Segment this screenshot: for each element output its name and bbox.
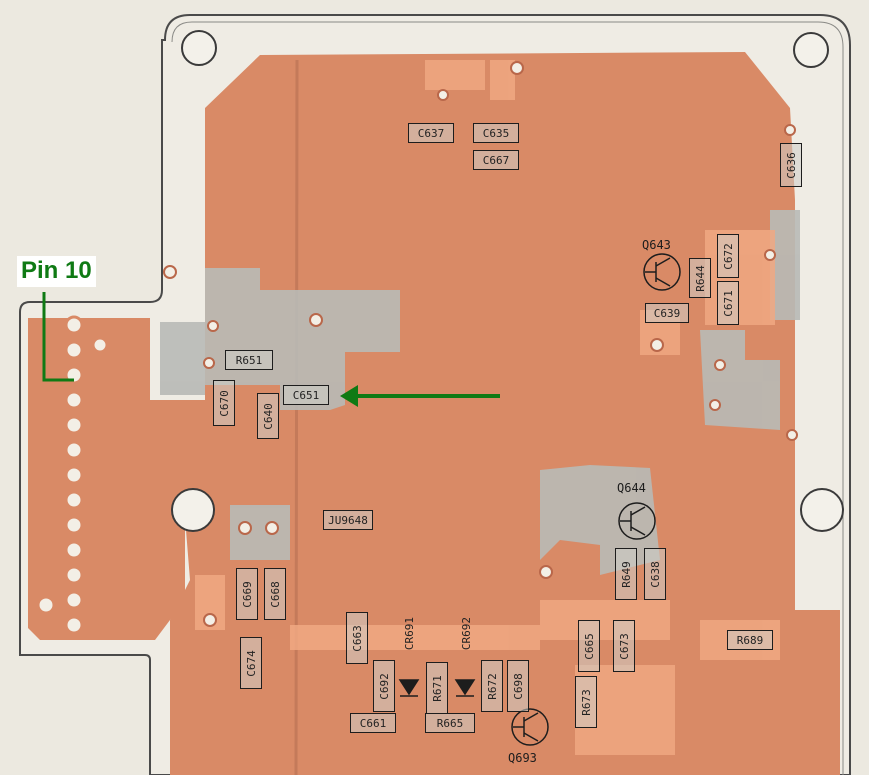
diode-label-cr692: CR692 — [460, 616, 474, 651]
component-c667: C667 — [473, 150, 519, 170]
component-ref-label: R651 — [235, 353, 263, 367]
component-ref-label: C637 — [417, 126, 445, 140]
pin-callout-line — [42, 292, 74, 382]
component-c637: C637 — [408, 123, 454, 143]
component-ref-label: R671 — [430, 674, 444, 702]
component-r651: R651 — [225, 350, 273, 370]
component-r665: R665 — [425, 713, 475, 733]
diode-label-cr691: CR691 — [403, 616, 417, 651]
component-ref-label: R649 — [619, 560, 633, 588]
grey-areas — [160, 210, 800, 575]
transistor-label-q693: Q693 — [508, 751, 537, 765]
component-c661: C661 — [350, 713, 396, 733]
mounting-holes — [171, 30, 844, 532]
component-ref-label: C673 — [617, 632, 631, 660]
component-ref-label: C635 — [482, 126, 510, 140]
component-ref-label: R644 — [693, 264, 707, 292]
component-c671: C671 — [717, 281, 739, 325]
component-c669: C669 — [236, 568, 258, 620]
component-ref-label: C667 — [482, 153, 510, 167]
component-ref-label: C698 — [511, 672, 525, 700]
component-ref-label: C668 — [268, 580, 282, 608]
component-c672: C672 — [717, 234, 739, 278]
component-c636: C636 — [780, 143, 802, 187]
component-ref-label: C651 — [292, 388, 320, 402]
fold-line — [294, 59, 299, 775]
component-r671: R671 — [426, 662, 448, 714]
transistor-q644 — [618, 502, 656, 540]
component-ref-label: R689 — [736, 633, 764, 647]
component-r689: R689 — [727, 630, 773, 650]
board-inner-outline — [171, 21, 844, 775]
component-ref-label: JU9648 — [328, 513, 368, 527]
component-ref-label: C663 — [350, 624, 364, 652]
component-ref-label: C670 — [217, 389, 231, 417]
transistor-q693 — [511, 708, 549, 746]
component-c663: C663 — [346, 612, 368, 664]
component-ref-label: C665 — [582, 632, 596, 660]
pin-label: Pin 10 — [17, 256, 96, 287]
copper-pour-main — [170, 52, 840, 775]
component-r644: R644 — [689, 258, 711, 298]
vias — [163, 61, 798, 627]
component-ref-label: C636 — [784, 151, 798, 179]
component-r649: R649 — [615, 548, 637, 600]
transistor-label-q643: Q643 — [642, 238, 671, 252]
component-ref-label: C672 — [721, 242, 735, 270]
component-ref-label: C661 — [359, 716, 387, 730]
component-c674: C674 — [240, 637, 262, 689]
component-c692: C692 — [373, 660, 395, 712]
component-r672: R672 — [481, 660, 503, 712]
transistor-q643 — [643, 253, 681, 291]
component-ref-label: C638 — [648, 560, 662, 588]
component-c673: C673 — [613, 620, 635, 672]
component-ref-label: C669 — [240, 580, 254, 608]
component-r673: R673 — [575, 676, 597, 728]
diode-cr691-symbol — [398, 679, 420, 697]
component-c638: C638 — [644, 548, 666, 600]
component-ref-label: C639 — [653, 306, 681, 320]
component-ref-label: R672 — [485, 672, 499, 700]
component-c698: C698 — [507, 660, 529, 712]
component-c665: C665 — [578, 620, 600, 672]
diode-cr692-symbol — [454, 679, 476, 697]
component-c635: C635 — [473, 123, 519, 143]
component-c651: C651 — [283, 385, 329, 405]
component-c670: C670 — [213, 380, 235, 426]
component-c668: C668 — [264, 568, 286, 620]
component-c639: C639 — [645, 303, 689, 323]
component-ju9648: JU9648 — [323, 510, 373, 530]
connector-pins — [36, 315, 109, 635]
component-ref-label: C674 — [244, 649, 258, 677]
annotation-arrow-head — [340, 385, 358, 407]
component-ref-label: R673 — [579, 688, 593, 716]
component-ref-label: R665 — [436, 716, 464, 730]
transistor-label-q644: Q644 — [617, 481, 646, 495]
component-ref-label: C692 — [377, 672, 391, 700]
component-ref-label: C671 — [721, 289, 735, 317]
component-ref-label: C640 — [261, 402, 275, 430]
component-c640: C640 — [257, 393, 279, 439]
